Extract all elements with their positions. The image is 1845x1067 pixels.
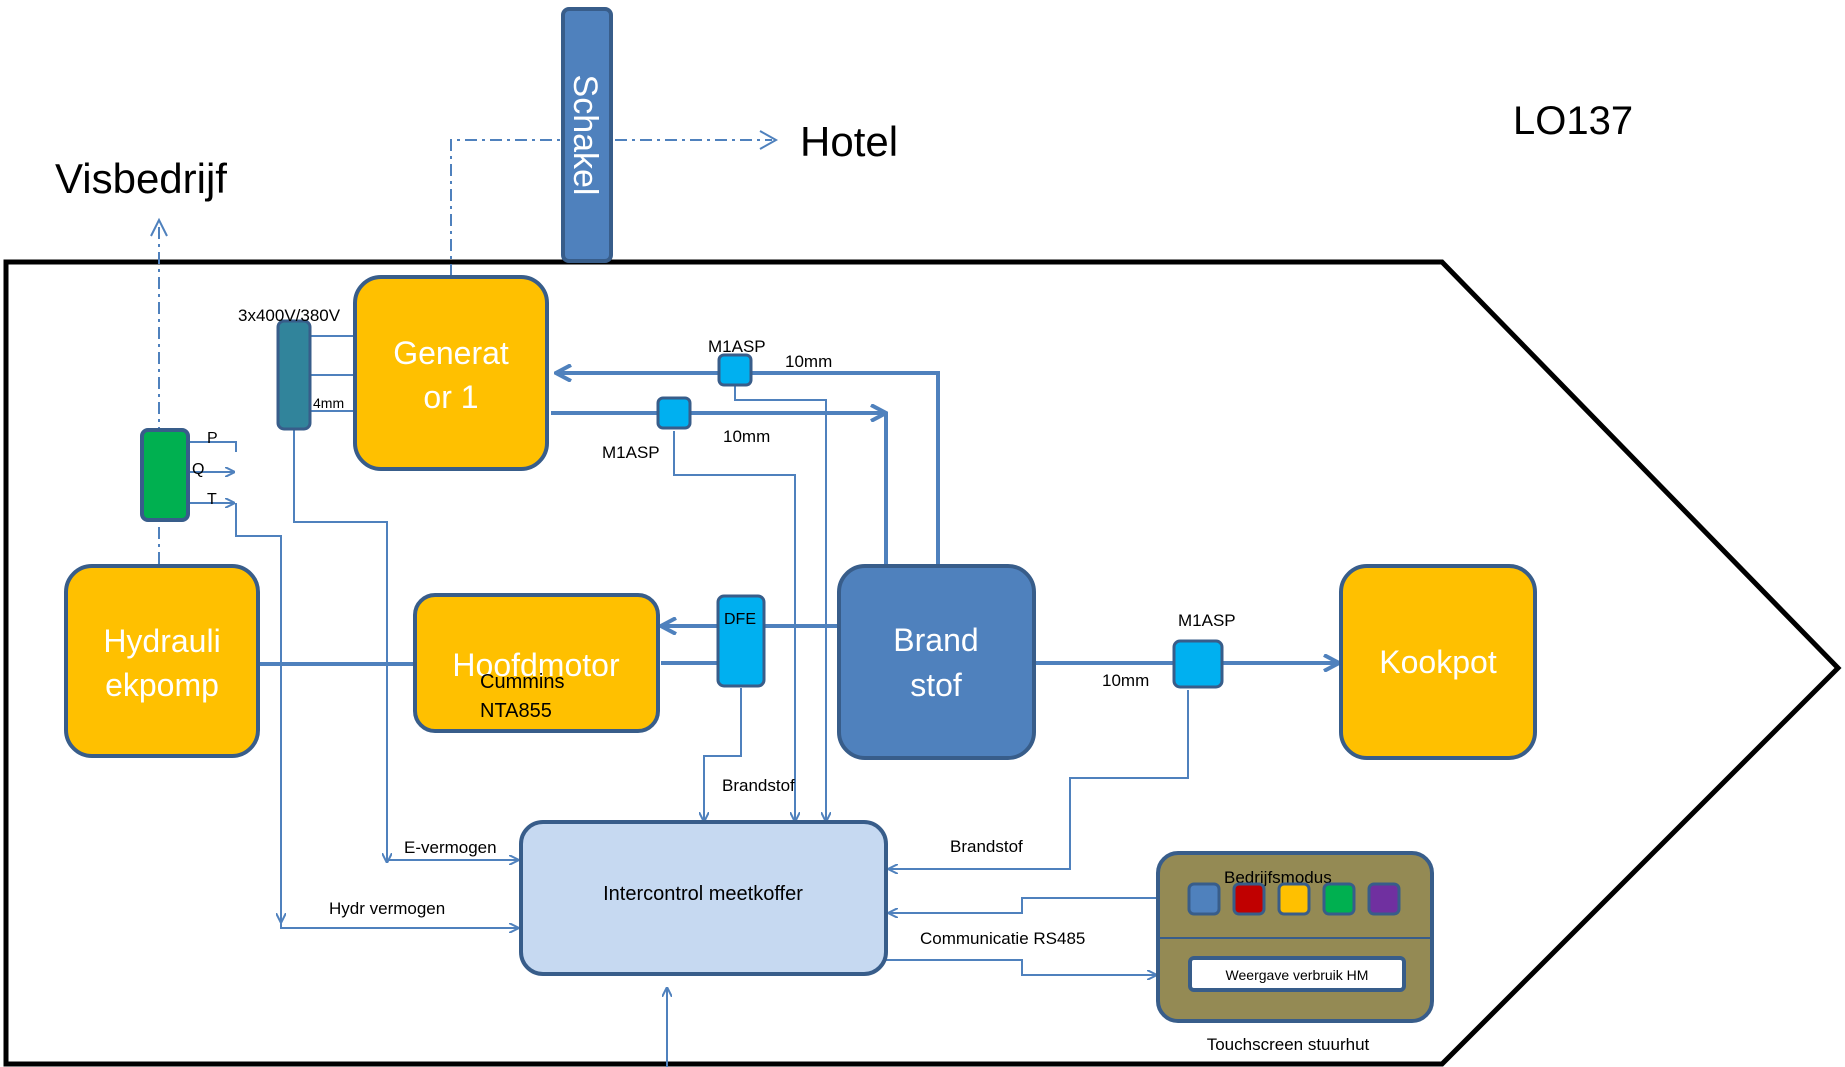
visbedrijf-label: Visbedrijf [55,155,227,202]
flow-meter-mid-label: M1ASP [602,443,660,462]
hotel-power-line [450,139,772,276]
hydr-vermogen-label: Hydr vermogen [329,899,445,918]
flow-meter-top-label: M1ASP [708,337,766,356]
cooker-box[interactable] [1339,564,1537,760]
hotel-arrowhead [759,130,779,150]
flow-meter-right[interactable] [1172,639,1224,689]
dfe-label: DFE [724,611,756,628]
flow-meter-right-label: M1ASP [1178,611,1236,630]
brandstof-left-label: Brandstof [722,776,795,795]
flow-meter-mid[interactable] [656,396,692,430]
brandstof-right-label: Brandstof [950,837,1023,856]
pipe-mid-label: 10mm [723,427,770,446]
mode-button-yellow[interactable] [1277,882,1311,916]
cable-label: 4mm [313,395,344,411]
hydraulic-pump-label-line2: ekpomp [105,667,219,703]
mode-label: Bedrijfsmodus [1224,868,1332,887]
e-vermogen-label: E-vermogen [404,838,497,857]
fuel-box[interactable] [837,564,1036,760]
fuel-label-line1: Brand [893,622,978,658]
mode-buttons [1187,882,1401,916]
touchscreen-caption: Touchscreen stuurhut [1207,1035,1370,1054]
schakel-block[interactable] [561,7,613,263]
mode-button-green[interactable] [1322,882,1356,916]
main-engine-box[interactable] [413,593,660,733]
consumption-display [1188,956,1406,992]
meetkoffer-label: Intercontrol meetkoffer [603,883,803,905]
generator-label-line1: Generat [393,335,509,371]
hotel-label: Hotel [800,118,898,165]
mode-button-blue[interactable] [1187,882,1221,916]
consumption-display-label: Weergave verbruik HM [1226,967,1369,983]
voltage-label: 3x400V/380V [238,306,341,325]
vessel-outline [3,259,1842,1067]
pipe-top-label: 10mm [785,352,832,371]
generator-label-line2: or 1 [423,379,478,415]
pqt-sensor[interactable] [140,428,190,522]
visbedrijf-arrowhead [150,217,168,237]
signal-lines [188,335,1189,1067]
flow-meter-top[interactable] [717,353,753,387]
pqt-q-label: Q [192,461,204,478]
fuel-label-line2: stof [910,667,962,703]
main-engine-title: Hoofdmotor [452,647,620,683]
pipe-right-label: 10mm [1102,671,1149,690]
hydraulic-pump-label-line1: Hydrauli [103,623,220,659]
generator-box[interactable] [353,275,549,471]
pqt-t-label: T [207,491,217,508]
meetkoffer-box[interactable] [519,820,888,976]
cooker-label: Kookpot [1379,644,1497,680]
page-id-label: LO137 [1513,99,1633,143]
schakel-label: Schakel [566,75,604,196]
main-engine-sub1: Cummins [480,671,564,693]
main-engine-sub2: NTA855 [480,700,552,722]
dfe-sensor[interactable] [716,594,766,688]
mode-button-purple[interactable] [1367,882,1401,916]
communicatie-label: Communicatie RS485 [920,929,1085,948]
pqt-p-label: P [207,430,218,447]
voltage-meter-block[interactable] [276,319,312,431]
mode-button-red[interactable] [1232,882,1266,916]
hydraulic-pump-box[interactable] [64,564,260,758]
